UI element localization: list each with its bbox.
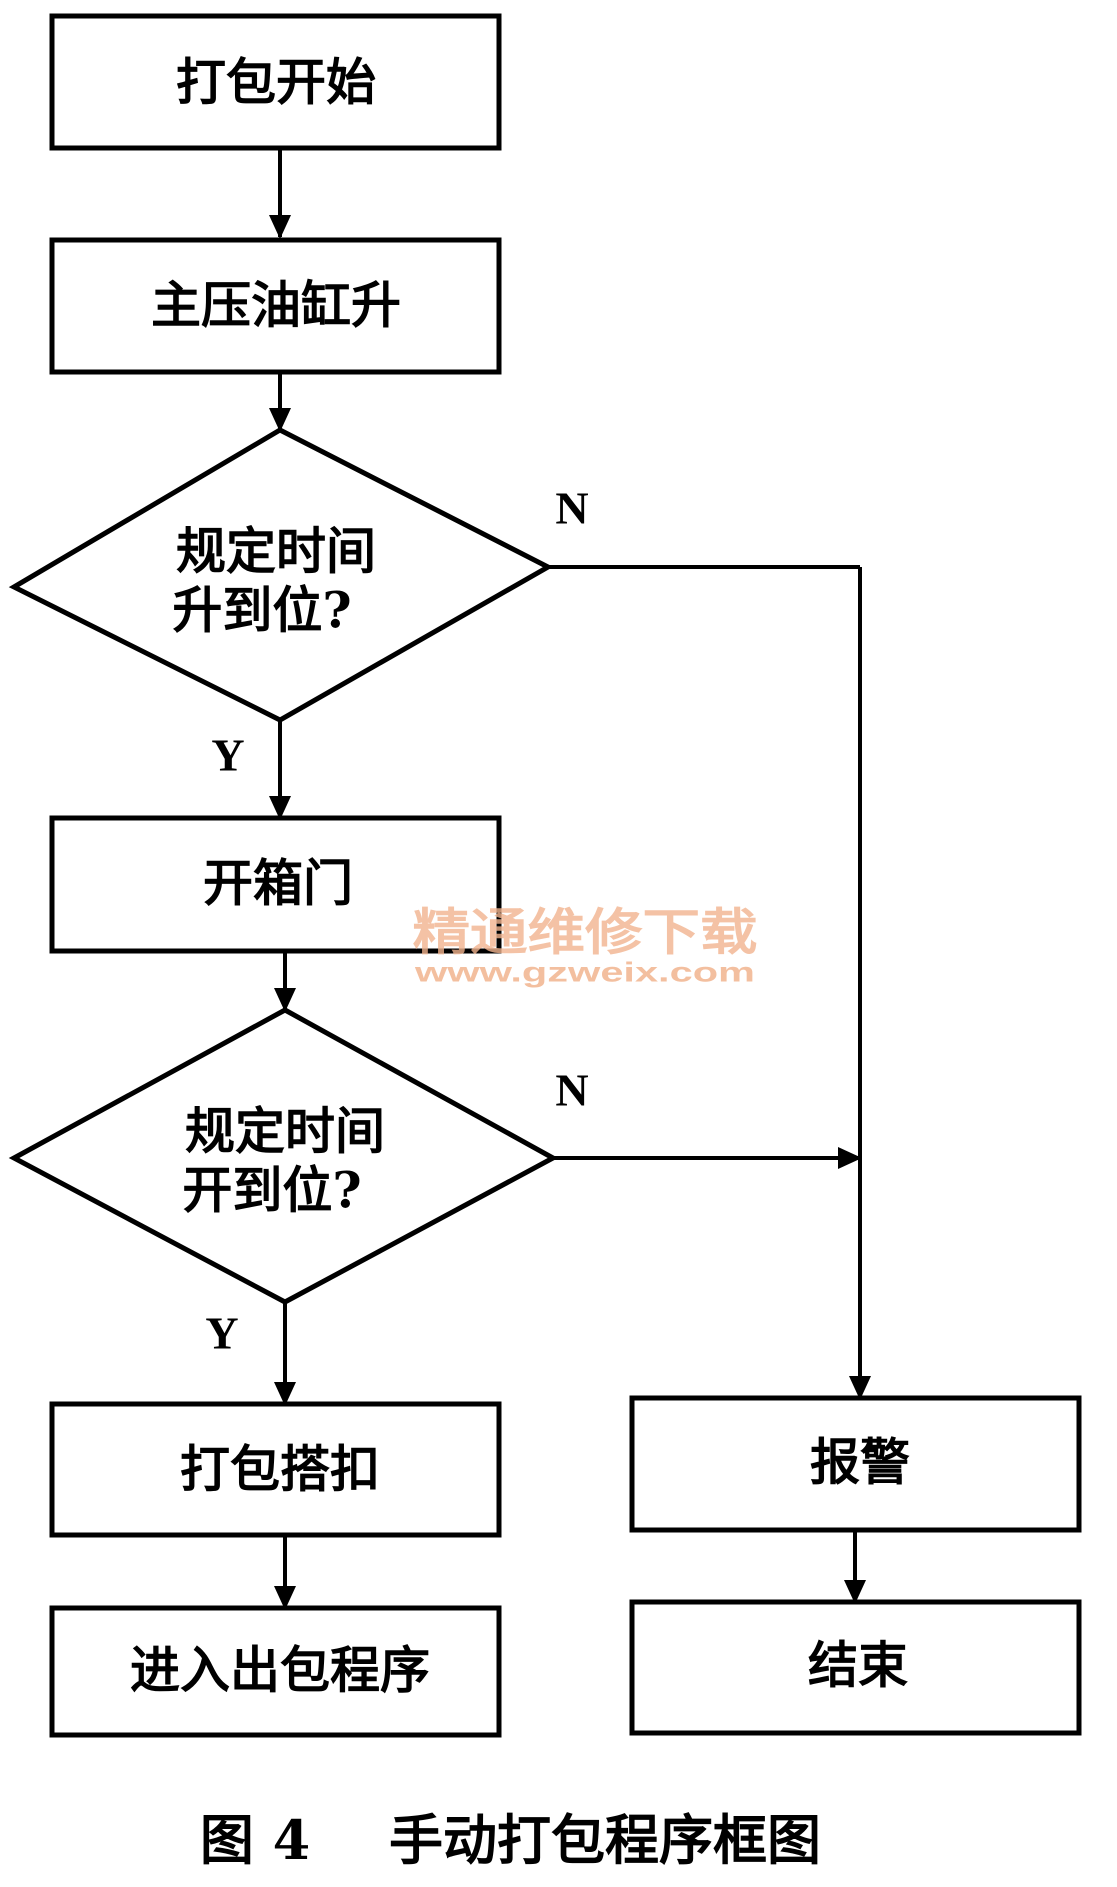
alarm-node: 报警 (629, 1395, 1082, 1533)
alarm-node-label: 报警 (810, 1433, 910, 1492)
decision2-yes-label: Y (205, 1308, 238, 1359)
decision2-label-line2: 开到位? (182, 1161, 361, 1220)
watermark-text: 精通维修下载 (413, 903, 758, 962)
watermark: 精通维修下载 www.gzweix.com (413, 903, 758, 988)
decision2-no-label: N (555, 1065, 588, 1116)
cylinder-up-node-label: 主压油缸升 (151, 276, 401, 335)
open-door-node: 开箱门 (49, 815, 502, 954)
decision1-label-line2: 升到位? (172, 581, 351, 640)
end-node-label: 结束 (808, 1636, 908, 1695)
decision2-node: 规定时间 开到位? (8, 1007, 559, 1305)
decision1-node: 规定时间 升到位? (8, 427, 554, 723)
open-door-node-label: 开箱门 (203, 854, 353, 913)
exit-program-node: 进入出包程序 (49, 1605, 502, 1738)
end-node: 结束 (629, 1599, 1082, 1736)
cylinder-up-node: 主压油缸升 (49, 237, 502, 375)
decision1-yes-label: Y (211, 730, 244, 781)
decision1-no-label: N (555, 483, 588, 534)
decision1-label-line1: 规定时间 (176, 522, 376, 581)
figure-caption: 图 4 手动打包程序框图 (200, 1808, 821, 1872)
figure-caption-title: 手动打包程序框图 (389, 1808, 821, 1872)
figure-caption-label: 图 4 (200, 1808, 310, 1872)
connectors (269, 148, 871, 1610)
start-node: 打包开始 (49, 13, 502, 151)
strap-node-label: 打包搭扣 (180, 1440, 380, 1499)
watermark-url: www.gzweix.com (414, 957, 755, 988)
exit-program-node-label: 进入出包程序 (130, 1641, 430, 1700)
decision2-label-line1: 规定时间 (185, 1102, 385, 1161)
strap-node: 打包搭扣 (49, 1401, 502, 1538)
start-node-label: 打包开始 (176, 53, 376, 112)
